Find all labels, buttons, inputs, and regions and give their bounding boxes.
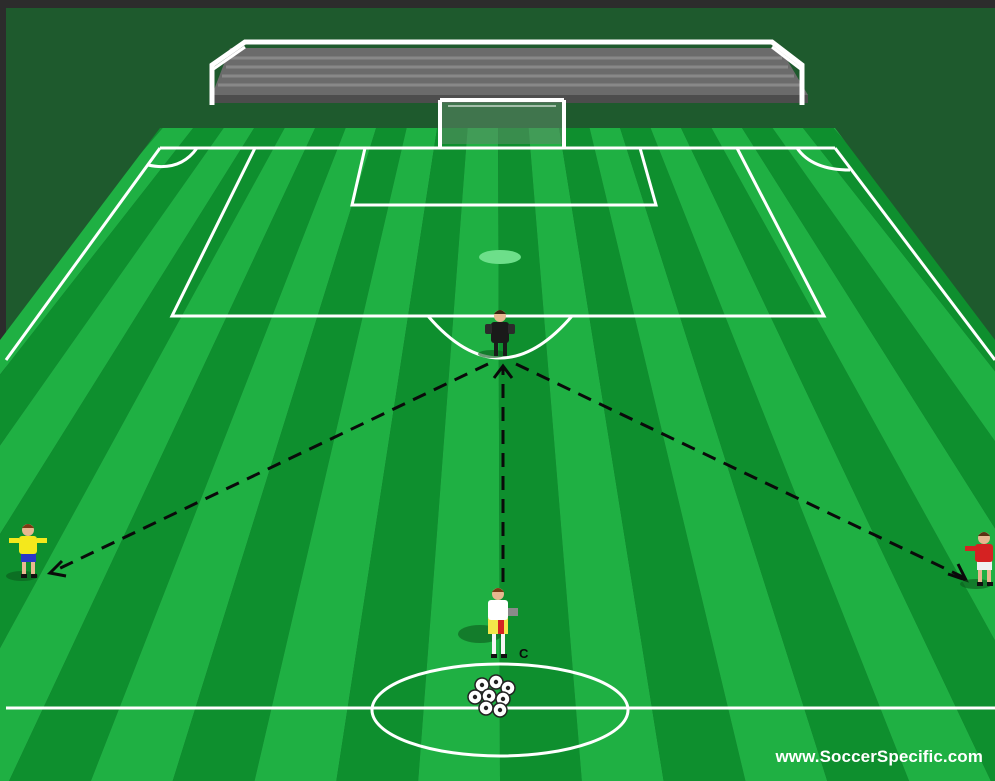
watermark: www.SoccerSpecific.com xyxy=(775,747,983,767)
player-label-c: C xyxy=(519,646,528,661)
top-bar xyxy=(0,0,995,8)
penalty-spot xyxy=(479,250,521,264)
stands xyxy=(212,42,808,105)
goal xyxy=(440,100,564,148)
